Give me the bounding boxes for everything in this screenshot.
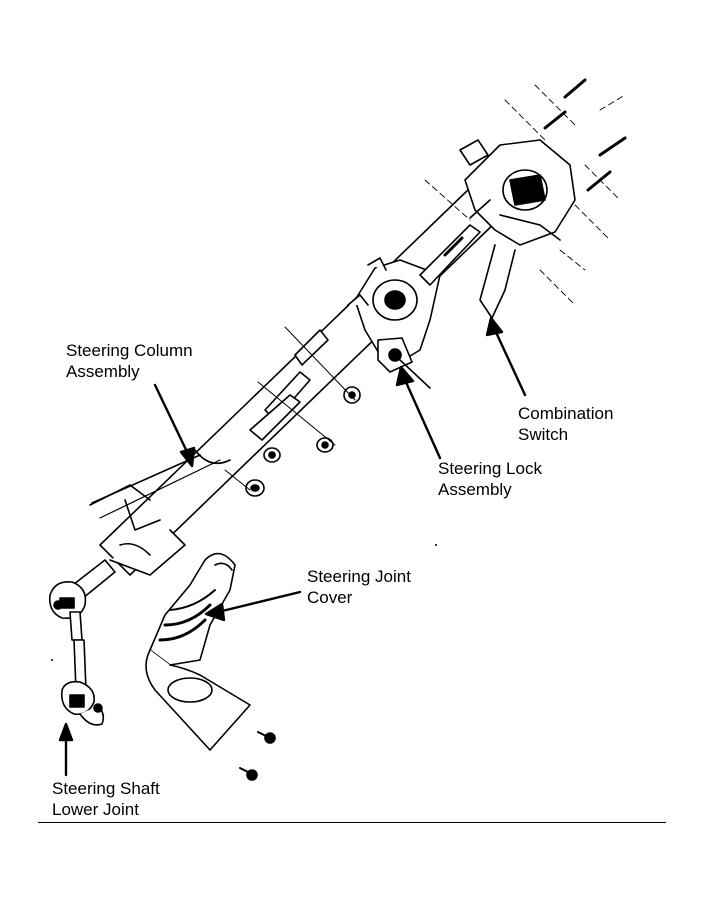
steering-shaft-lower-joint bbox=[48, 580, 105, 726]
steering-lock-assembly-part bbox=[347, 257, 441, 389]
label-steering-lock-assembly: Steering Lock Assembly bbox=[438, 458, 542, 500]
label-line: Switch bbox=[518, 425, 569, 444]
label-line: Lower Joint bbox=[52, 800, 139, 819]
alignment-lines bbox=[424, 84, 626, 306]
label-steering-joint-cover: Steering Joint Cover bbox=[307, 566, 411, 608]
label-line: Steering Shaft bbox=[52, 779, 160, 798]
stray-dot bbox=[51, 659, 53, 661]
label-line: Steering Joint bbox=[307, 567, 411, 586]
label-line: Cover bbox=[307, 588, 353, 607]
label-combination-switch: Combination Switch bbox=[518, 403, 613, 445]
label-line: Steering Lock bbox=[438, 459, 542, 478]
upper-shaft bbox=[419, 224, 481, 286]
bottom-rule bbox=[38, 822, 666, 823]
label-line: Combination bbox=[518, 404, 614, 423]
upper-mounting-bracket bbox=[224, 326, 356, 491]
label-steering-column-assembly: Steering Column Assembly bbox=[66, 340, 193, 382]
mounting-nuts bbox=[245, 386, 361, 497]
label-line: Assembly bbox=[438, 480, 512, 499]
mounting-screws bbox=[543, 78, 627, 192]
combination-switch-part bbox=[459, 139, 576, 319]
steering-joint-cover-part bbox=[145, 552, 251, 751]
label-steering-shaft-lower-joint: Steering Shaft Lower Joint bbox=[52, 778, 160, 820]
cover-screws bbox=[239, 731, 276, 781]
label-line: Assembly bbox=[66, 362, 140, 381]
stray-dot bbox=[435, 544, 437, 546]
leader-arrows bbox=[58, 316, 527, 777]
label-line: Steering Column bbox=[66, 341, 193, 360]
